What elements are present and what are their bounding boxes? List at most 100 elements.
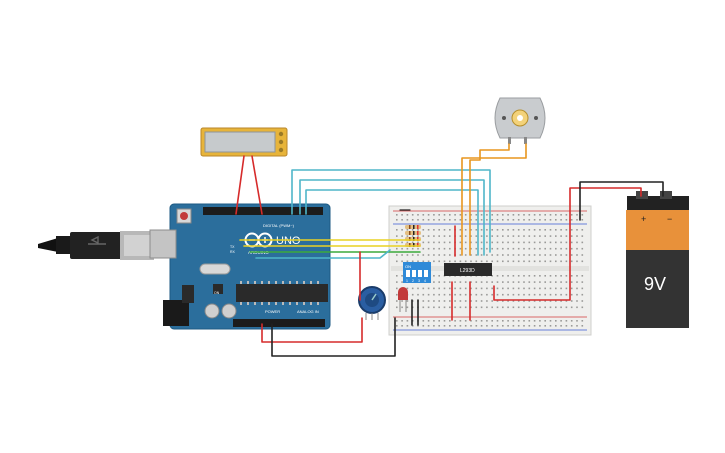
breadboard-hole [486,293,488,296]
breadboard-hole [480,235,483,237]
breadboard-hole [459,293,462,296]
breadboard-hole [570,241,573,244]
breadboard-hole [486,287,488,290]
breadboard-hole [549,287,552,290]
breadboard-hole [512,229,515,231]
breadboard-hole [570,214,573,216]
breadboard-hole [427,247,430,250]
breadboard-hole [560,281,562,283]
breadboard-hole [517,293,520,296]
breadboard-hole [491,214,493,216]
breadboard-hole [464,320,467,322]
breadboard-hole [443,300,446,302]
breadboard-hole [396,300,398,302]
breadboard-hole [459,260,462,263]
breadboard-hole [449,260,451,263]
breadboard-hole [512,260,515,263]
breadboard-hole [555,306,557,309]
breadboard-hole [401,325,403,327]
breadboard-hole [491,300,493,302]
breadboard-hole [555,219,557,221]
breadboard-hole [454,293,456,296]
breadboard-hole [449,247,451,250]
breadboard-hole [576,306,578,309]
breadboard-hole [396,229,398,231]
breadboard-hole [417,229,419,231]
breadboard-hole [417,254,419,256]
breadboard-hole [475,325,478,327]
breadboard-hole [496,235,499,237]
breadboard-hole [480,306,483,309]
breadboard-hole [411,214,414,216]
breadboard-hole [486,260,488,263]
breadboard-hole [507,320,509,322]
breadboard-hole [570,300,573,302]
breadboard-hole [581,287,584,290]
breadboard-hole [433,254,435,256]
breadboard-hole [565,325,568,327]
breadboard-hole [491,247,493,250]
breadboard-hole [475,241,478,244]
breadboard-hole [539,287,541,290]
breadboard-hole [396,254,398,256]
breadboard-hole [512,235,515,237]
breadboard-hole [560,287,562,290]
breadboard-hole [555,300,557,302]
breadboard-hole [470,287,472,290]
breadboard-hole [539,281,541,283]
breadboard-hole [491,275,493,277]
breadboard-hole [396,260,398,263]
breadboard-hole [549,254,552,256]
breadboard-hole [549,325,552,327]
breadboard-hole [406,260,409,263]
breadboard-hole [396,306,398,309]
breadboard-hole [480,254,483,256]
breadboard-hole [502,320,504,322]
breadboard-hole [486,320,488,322]
breadboard-hole [549,306,552,309]
breadboard-hole [406,235,409,237]
breadboard-hole [549,235,552,237]
breadboard-hole [464,247,467,250]
breadboard-hole [464,214,467,216]
breadboard-hole [549,247,552,250]
breadboard-hole [443,260,446,263]
breadboard-hole [427,287,430,290]
breadboard-hole [528,306,531,309]
breadboard-hole [560,219,562,221]
breadboard-hole [539,306,541,309]
breadboard-hole [491,260,493,263]
battery-minus: − [667,214,672,224]
breadboard-hole [470,214,472,216]
breadboard-hole [512,214,515,216]
dip-pos-1: 1 [406,279,408,283]
breadboard-hole [565,254,568,256]
breadboard-hole [570,219,573,221]
breadboard-hole [406,325,409,327]
breadboard-hole [517,281,520,283]
breadboard-hole [512,306,515,309]
breadboard-hole [549,241,552,244]
breadboard-hole [576,235,578,237]
breadboard-hole [496,219,499,221]
breadboard-hole [396,320,398,322]
breadboard-hole [454,325,456,327]
breadboard-hole [523,241,525,244]
breadboard-hole [396,293,398,296]
breadboard-hole [396,247,398,250]
breadboard-hole [406,219,409,221]
battery-label: 9V [644,274,666,294]
breadboard-hole [528,275,531,277]
breadboard-hole [581,300,584,302]
breadboard-hole [533,293,536,296]
breadboard-hole [475,281,478,283]
breadboard-hole [491,219,493,221]
breadboard-hole [427,300,430,302]
breadboard-hole [533,306,536,309]
breadboard-hole [560,254,562,256]
breadboard-hole [443,325,446,327]
breadboard-hole [449,306,451,309]
breadboard-hole [549,219,552,221]
breadboard-hole [411,254,414,256]
